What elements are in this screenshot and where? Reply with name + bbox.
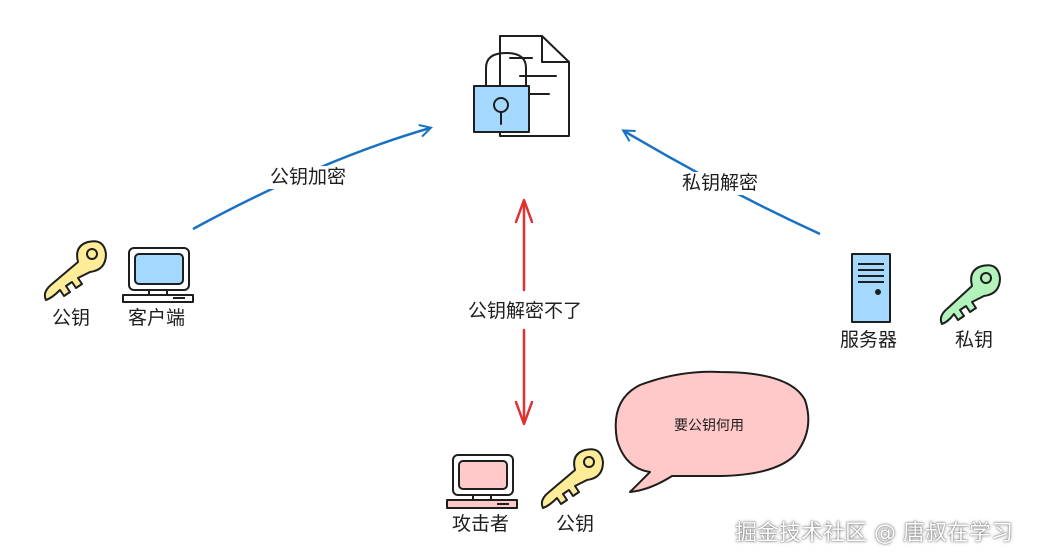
speech-bubble-text: 要公钥何用 [674, 418, 744, 434]
document-lock-icon [473, 35, 570, 137]
client-key-label: 公钥 [52, 307, 91, 329]
server-label: 服务器 [840, 329, 898, 351]
edge-label-public-encrypt: 公钥加密 [268, 166, 349, 189]
green-key-icon [939, 264, 1001, 325]
edge-label-public-decrypt-fail: 公钥解密不了 [466, 300, 585, 323]
yellow-key-icon [43, 240, 107, 301]
attacker-label: 攻击者 [452, 513, 510, 535]
edge-label-private-decrypt: 私钥解密 [680, 172, 761, 195]
server-icon [851, 253, 891, 323]
attacker-key-icon [540, 448, 604, 509]
speech-bubble-icon [614, 370, 810, 493]
attacker-key-label: 公钥 [556, 513, 595, 535]
client-label: 客户端 [128, 307, 186, 329]
server-key-label: 私钥 [955, 329, 994, 351]
laptop-icon [122, 247, 194, 303]
pink-laptop-icon [446, 454, 518, 509]
watermark: 掘金技术社区 @ 唐叔在学习 [735, 521, 1013, 546]
arrow-attacker-lock-blocked [514, 198, 534, 426]
